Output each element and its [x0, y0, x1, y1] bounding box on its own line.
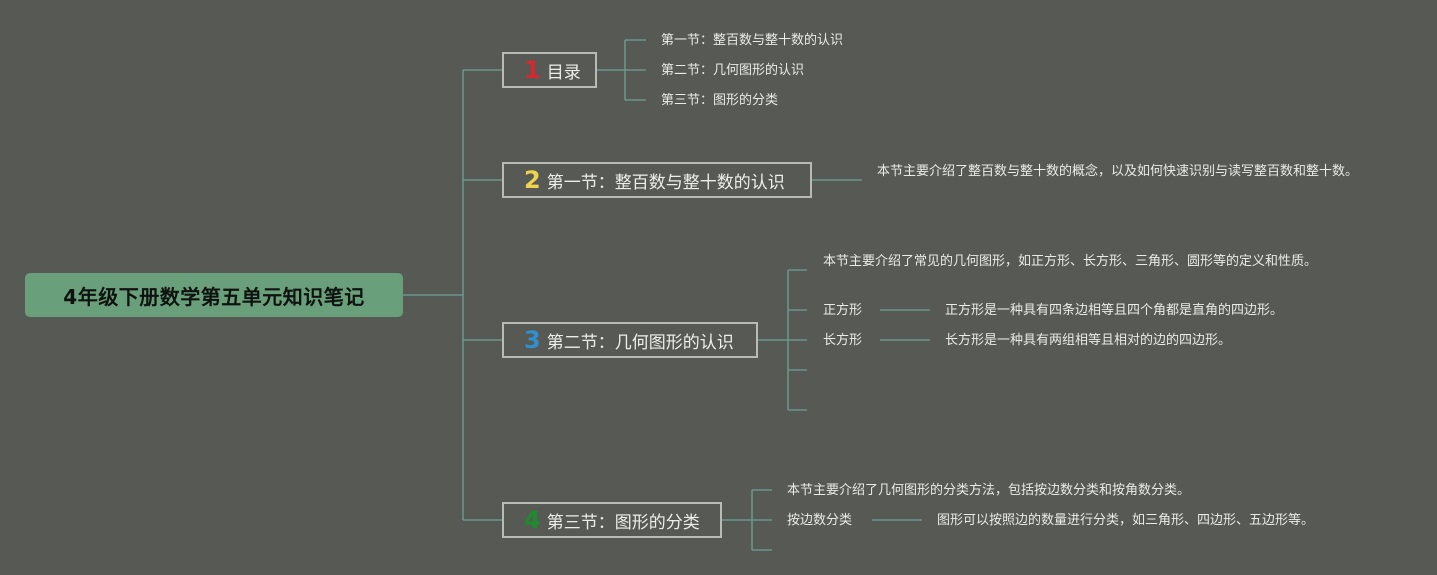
root-node[interactable]: 4年级下册数学第五单元知识笔记 — [25, 273, 403, 317]
branch-3-box[interactable]: 3 第二节：几何图形的认识 — [502, 322, 758, 358]
branch-1-label: 目录 — [546, 62, 581, 83]
branch-4-box[interactable]: 4 第三节：图形的分类 — [502, 502, 722, 538]
branch-4-label: 第三节：图形的分类 — [546, 512, 700, 533]
branch-4-by-sides-detail[interactable]: 图形可以按照边的数量进行分类，如三角形、四边形、五边形等。 — [937, 513, 1315, 528]
branch-4-child-by-sides[interactable]: 按边数分类 — [787, 513, 853, 528]
branch-3-rectangle-detail[interactable]: 长方形是一种具有两组相等且相对的边的四边形。 — [945, 333, 1232, 348]
root-title: 4年级下册数学第五单元知识笔记 — [63, 284, 365, 309]
branch-1-child-2[interactable]: 第二节：几何图形的认识 — [661, 63, 805, 78]
branch-2-child-1[interactable]: 本节主要介绍了整百数与整十数的概念，以及如何快速识别与读写整百数和整十数。 — [877, 164, 1359, 179]
branch-1-child-1[interactable]: 第一节：整百数与整十数的认识 — [661, 33, 844, 48]
branch-2-number: 2 — [524, 166, 541, 194]
branch-2-box[interactable]: 2 第一节：整百数与整十数的认识 — [502, 162, 812, 198]
branch-1-box[interactable]: 1 目录 — [502, 52, 597, 88]
branch-1-number: 1 — [524, 56, 541, 84]
branch-3-child-square[interactable]: 正方形 — [823, 303, 863, 318]
branch-1-child-3[interactable]: 第三节：图形的分类 — [661, 93, 779, 108]
branch-3-child-rectangle[interactable]: 长方形 — [823, 333, 863, 348]
branch-3-number: 3 — [524, 326, 541, 354]
branch-2-label: 第一节：整百数与整十数的认识 — [546, 172, 785, 193]
branch-3-child-intro[interactable]: 本节主要介绍了常见的几何图形，如正方形、长方形、三角形、圆形等的定义和性质。 — [823, 254, 1318, 269]
branch-4-number: 4 — [524, 506, 541, 534]
branch-4-child-intro[interactable]: 本节主要介绍了几何图形的分类方法，包括按边数分类和按角数分类。 — [787, 483, 1191, 498]
branch-3-square-detail[interactable]: 正方形是一种具有四条边相等且四个角都是直角的四边形。 — [945, 303, 1284, 318]
branch-3-label: 第二节：几何图形的认识 — [546, 332, 734, 353]
